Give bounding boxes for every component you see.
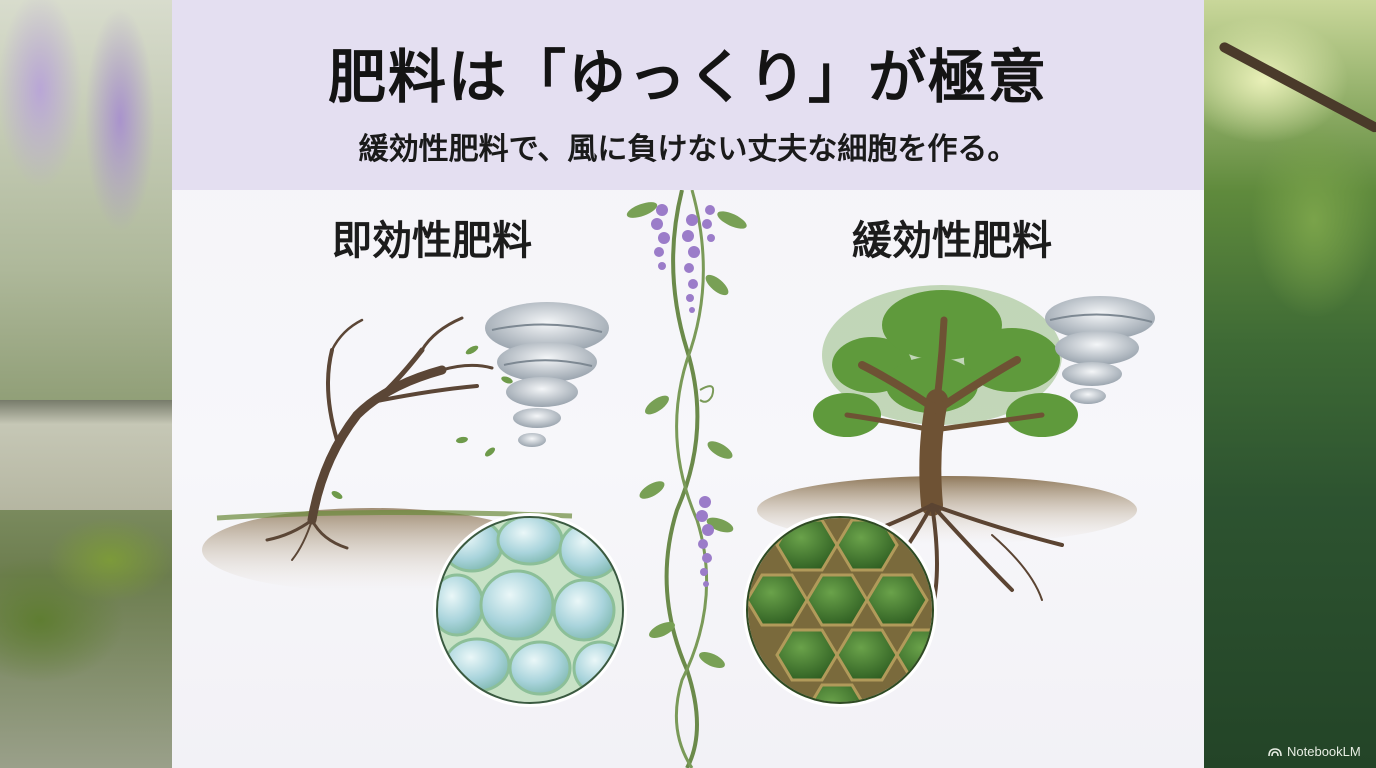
garden-background-left [0, 0, 172, 768]
blowing-leaves [331, 345, 513, 499]
slide-header: 肥料は「ゆっくり」が極意 緩効性肥料で、風に負けない丈夫な細胞を作る。 [172, 0, 1204, 190]
garden-wall [0, 400, 172, 510]
wisteria-vine [626, 190, 747, 768]
notebooklm-logo-icon [1268, 747, 1282, 756]
tornado-right [1045, 296, 1155, 404]
wisteria-flowers [651, 204, 715, 587]
watermark-text: NotebookLM [1287, 744, 1361, 759]
comparison-illustration [202, 190, 1155, 768]
label-slow-release-fertilizer: 緩効性肥料 [852, 217, 1052, 264]
label-fast-release-fertilizer: 即効性肥料 [332, 217, 532, 264]
notebooklm-watermark: NotebookLM [1268, 744, 1361, 759]
garden-background-right [1204, 0, 1376, 768]
slide-title: 肥料は「ゆっくり」が極意 [327, 43, 1048, 111]
slide-subtitle: 緩効性肥料で、風に負けない丈夫な細胞を作る。 [358, 132, 1018, 167]
weak-tree [265, 316, 494, 561]
strong-cells [743, 513, 937, 707]
tornado-left [485, 302, 609, 447]
strong-tree-trunk [844, 316, 1045, 516]
slide: 肥料は「ゆっくり」が極意 緩効性肥料で、風に負けない丈夫な細胞を作る。 [172, 0, 1204, 768]
